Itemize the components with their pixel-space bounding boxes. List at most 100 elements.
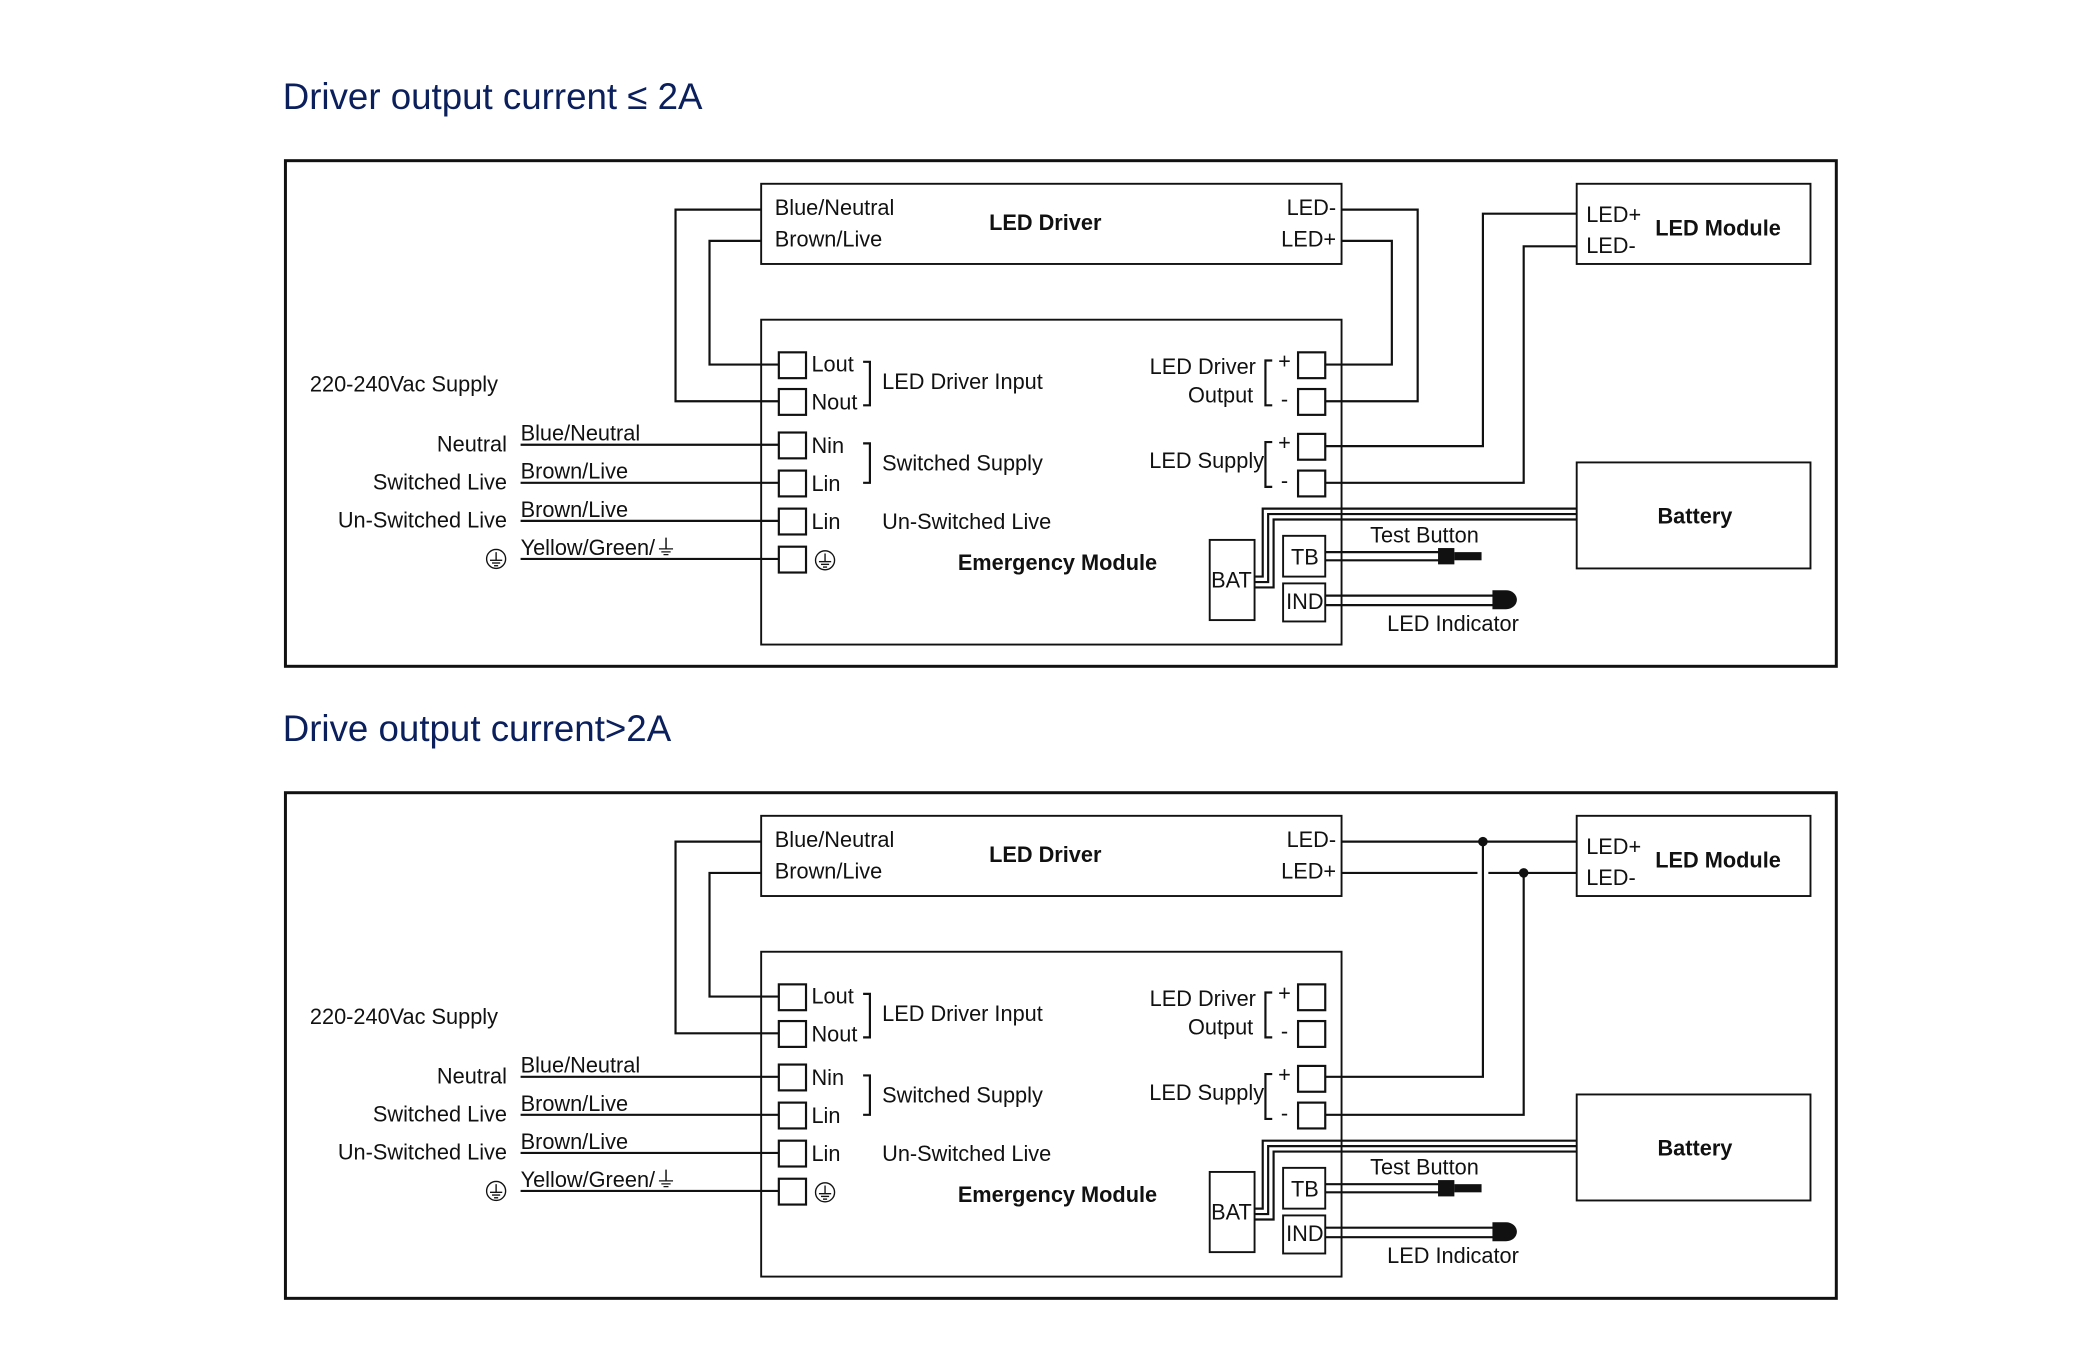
battery-box xyxy=(1575,1093,1812,1202)
emergency-module-title: Emergency Module xyxy=(958,550,1157,575)
driver-output-label: LED Driver xyxy=(1150,986,1256,1011)
led-supply-minus-to-module-wire xyxy=(1325,245,1577,484)
live-to-lout-wire xyxy=(708,239,779,366)
polarity-label: + xyxy=(1278,1062,1291,1087)
polarity-label: + xyxy=(1278,981,1291,1006)
input-terminal xyxy=(777,1177,808,1206)
driver-output-plus-terminal xyxy=(1296,351,1327,380)
switched-supply-label: Switched Supply xyxy=(882,1083,1043,1108)
bat-box xyxy=(1208,538,1256,622)
input-side-label: Neutral xyxy=(437,432,507,457)
tb-label: TB xyxy=(1291,544,1319,569)
lout-label: Lout xyxy=(811,351,853,376)
led-driver-out-pos-label: LED+ xyxy=(1281,858,1336,883)
driver-output-label: LED Driver xyxy=(1150,354,1256,379)
led-driver-out-pos-label: LED+ xyxy=(1281,226,1336,251)
earth-circle xyxy=(485,1180,507,1202)
input-side-label: Switched Live xyxy=(373,1102,507,1127)
test-button-label: Test Button xyxy=(1370,523,1479,548)
led-indicator-icon xyxy=(1492,1222,1517,1242)
nout-label: Nout xyxy=(811,389,857,414)
diagram-title: Drive output current>2A xyxy=(283,708,672,749)
polarity-label: + xyxy=(1278,349,1291,374)
led-driver-title: LED Driver xyxy=(989,210,1102,235)
led-driver-live-label: Brown/Live xyxy=(775,858,883,883)
led-supply-label: LED Supply xyxy=(1149,1080,1264,1105)
driver-output-bracket xyxy=(1264,359,1273,407)
battery-wire-3 xyxy=(1254,1150,1577,1221)
led-indicator-icon xyxy=(1492,590,1517,610)
nout-terminal xyxy=(777,387,808,416)
input-terminal xyxy=(777,1139,808,1168)
driver-input-label: LED Driver Input xyxy=(882,1001,1043,1026)
led-module-title: LED Module xyxy=(1655,847,1781,872)
switched-supply-bracket xyxy=(863,1074,871,1116)
terminal-label: Lin xyxy=(811,1141,840,1166)
terminal-label: Nin xyxy=(811,1065,844,1090)
battery-wire-2 xyxy=(1254,512,1577,584)
polarity-label: - xyxy=(1281,1100,1288,1125)
input-wire-label: Brown/Live xyxy=(521,497,629,522)
input-terminal xyxy=(777,545,808,574)
led-pos-to-driver-output-plus-wire xyxy=(1325,239,1393,366)
input-side-label: Neutral xyxy=(437,1064,507,1089)
earth-circle xyxy=(814,1182,836,1203)
live-to-lout-wire xyxy=(708,871,779,998)
led-supply-minus-terminal xyxy=(1296,1101,1327,1130)
input-terminal xyxy=(777,469,808,498)
led-driver-box xyxy=(760,814,1343,897)
led-supply-label: LED Supply xyxy=(1149,448,1264,473)
led-supply-plus-terminal xyxy=(1296,432,1327,461)
wiring-diagram-1: Driver output current ≤ 2ABlue/NeutralBr… xyxy=(283,76,1838,668)
test-button-connector-icon xyxy=(1438,1180,1455,1197)
led-driver-live-label: Brown/Live xyxy=(775,226,883,251)
terminal-label: Lin xyxy=(811,471,840,496)
led-driver-out-neg-label: LED- xyxy=(1287,195,1337,220)
led-supply-minus-junction-wire xyxy=(1325,872,1525,1116)
input-wire-label: Brown/Live xyxy=(521,1091,629,1116)
driver-input-label: LED Driver Input xyxy=(882,369,1043,394)
lout-terminal xyxy=(777,983,808,1012)
bat-label: BAT xyxy=(1211,1200,1252,1225)
earth-terminal-icon xyxy=(814,1182,836,1203)
switched-supply-bracket xyxy=(863,442,871,484)
battery-wire-2 xyxy=(1254,1145,1577,1216)
led-module-neg-label: LED- xyxy=(1586,865,1636,890)
tb-box xyxy=(1282,1166,1327,1210)
earth-circle xyxy=(814,550,836,571)
wiring-diagram-2: Drive output current>2A Blue/NeutralBrown… xyxy=(283,708,1838,1300)
led-supply-plus-terminal xyxy=(1296,1064,1327,1093)
led-supply-plus-junction-wire xyxy=(1325,841,1484,1078)
input-wire-label: Blue/Neutral xyxy=(521,421,641,446)
led-driver-neutral-label: Blue/Neutral xyxy=(775,195,895,220)
input-wire-label: Yellow/Green/⏚ xyxy=(521,535,677,560)
earth-circle xyxy=(485,548,507,570)
led-module-pos-label: LED+ xyxy=(1586,202,1641,227)
ind-box xyxy=(1282,582,1327,623)
nout-terminal xyxy=(777,1019,808,1048)
junction-dot xyxy=(1518,868,1529,878)
input-terminal xyxy=(777,1101,808,1130)
input-terminal xyxy=(777,507,808,536)
driver-output-bracket xyxy=(1264,991,1273,1039)
test-button-plug-icon xyxy=(1454,552,1482,561)
led-module-box xyxy=(1575,814,1812,897)
led-driver-box xyxy=(760,182,1343,265)
terminal-label: Lin xyxy=(811,509,840,534)
driver-output-plus-terminal xyxy=(1296,983,1327,1012)
led-indicator-label: LED Indicator xyxy=(1387,1243,1519,1268)
input-wire-label: Yellow/Green/⏚ xyxy=(521,1167,677,1192)
led-supply-bracket xyxy=(1264,1072,1273,1121)
ind-box xyxy=(1282,1214,1327,1255)
driver-output-minus-terminal xyxy=(1296,1019,1327,1048)
diagram-title: Driver output current ≤ 2A xyxy=(283,76,703,117)
terminal-label: Nin xyxy=(811,433,844,458)
driver-input-bracket xyxy=(863,360,871,407)
polarity-label: - xyxy=(1281,1019,1288,1044)
battery-box xyxy=(1575,461,1812,570)
bat-label: BAT xyxy=(1211,567,1252,592)
led-driver-neutral-label: Blue/Neutral xyxy=(775,827,895,852)
battery-wire-1 xyxy=(1254,1139,1577,1210)
test-button-label: Test Button xyxy=(1370,1155,1479,1180)
